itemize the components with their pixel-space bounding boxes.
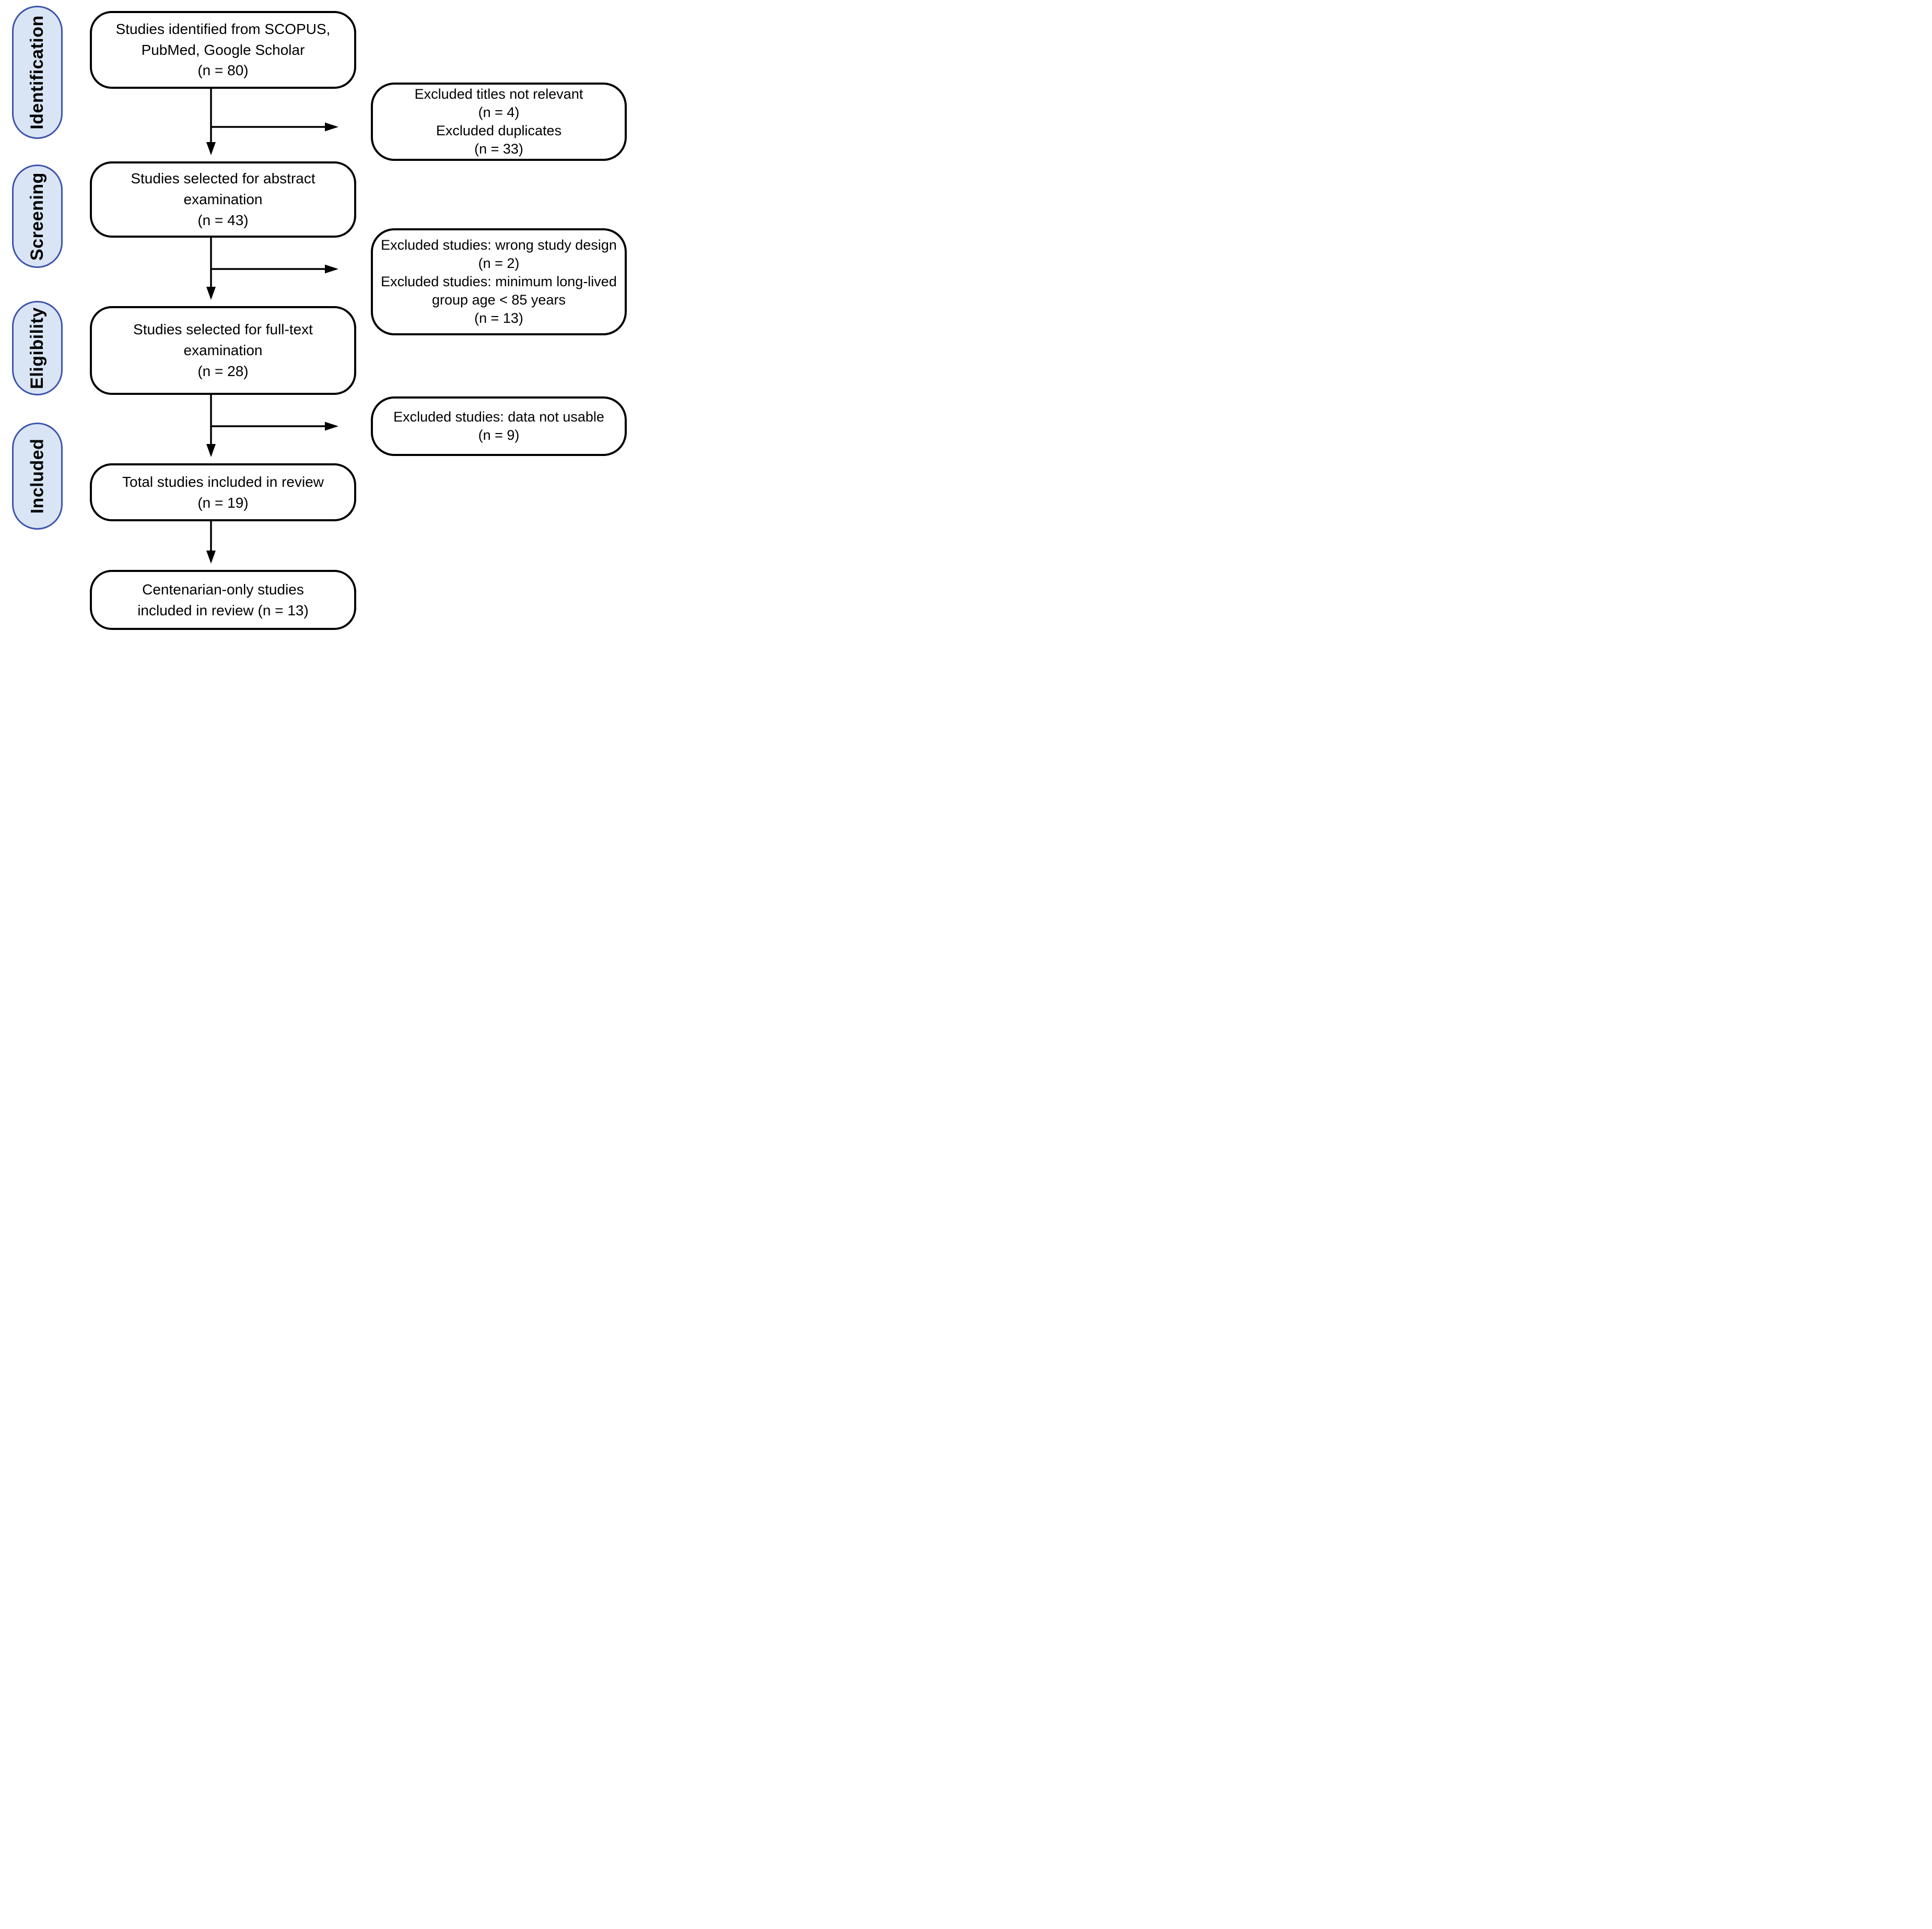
arrow-to-exclusion-design: [211, 264, 338, 274]
down-arrowhead-icon: [206, 287, 216, 300]
flow-box-studies-identified: Studies identified from SCOPUS, PubMed, …: [90, 11, 356, 89]
exclusion-box-design-age-text: Excluded studies: wrong study design (n …: [381, 237, 617, 326]
exclusion-box-design-age: Excluded studies: wrong study design (n …: [371, 228, 627, 335]
flow-box-total-included: Total studies included in review (n = 19…: [90, 463, 356, 521]
down-arrowhead-icon: [206, 142, 216, 155]
flow-box-abstract-examination: Studies selected for abstract examinatio…: [90, 161, 356, 238]
stage-capsule-eligibility: Eligibility: [12, 301, 63, 395]
arrow-abstract-to-fulltext: [206, 238, 216, 300]
prisma-flow-diagram: Identification Screening Eligibility Inc…: [0, 0, 644, 643]
exclusion-box-data-not-usable-text: Excluded studies: data not usable (n = 9…: [393, 408, 604, 443]
stage-label-eligibility: Eligibility: [27, 307, 47, 389]
flow-box-fulltext-examination: Studies selected for full-text examinati…: [90, 306, 356, 395]
stage-capsule-screening: Screening: [12, 165, 63, 268]
right-arrowhead-icon: [325, 422, 338, 431]
stage-label-screening: Screening: [27, 172, 48, 261]
stage-label-identification: Identification: [27, 15, 47, 130]
arrow-to-exclusion-titles: [211, 122, 338, 132]
flow-box-abstract-examination-text: Studies selected for abstract examinatio…: [131, 170, 315, 228]
down-arrowhead-icon: [206, 444, 216, 457]
down-arrowhead-icon: [206, 551, 216, 564]
flow-box-centenarian-only: Centenarian-only studies included in rev…: [90, 570, 356, 630]
arrow-total-to-centenarian: [206, 521, 216, 564]
stage-label-included: Included: [27, 438, 48, 514]
arrow-fulltext-to-total: [206, 395, 216, 457]
flow-box-fulltext-examination-text: Studies selected for full-text examinati…: [133, 321, 313, 379]
flow-box-centenarian-only-text: Centenarian-only studies included in rev…: [137, 581, 309, 618]
exclusion-box-titles-duplicates: Excluded titles not relevant (n = 4) Exc…: [371, 83, 627, 161]
stage-capsule-included: Included: [12, 423, 63, 530]
flow-box-total-included-text: Total studies included in review (n = 19…: [122, 473, 324, 511]
right-arrowhead-icon: [325, 264, 338, 274]
stage-capsule-identification: Identification: [12, 6, 63, 139]
flow-box-studies-identified-text: Studies identified from SCOPUS, PubMed, …: [115, 20, 331, 79]
right-arrowhead-icon: [325, 122, 338, 132]
exclusion-box-titles-duplicates-text: Excluded titles not relevant (n = 4) Exc…: [414, 86, 583, 157]
arrow-to-exclusion-data: [211, 422, 338, 431]
exclusion-box-data-not-usable: Excluded studies: data not usable (n = 9…: [371, 396, 627, 456]
arrow-identified-to-abstract: [206, 89, 216, 155]
